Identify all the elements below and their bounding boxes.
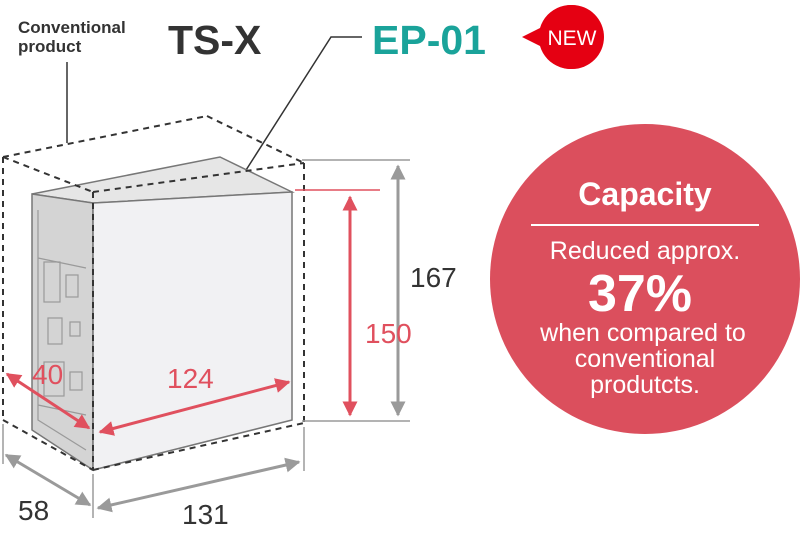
capacity-percent: 37%	[588, 265, 692, 323]
dimension-depth-40	[5, 372, 91, 430]
dimension-width-124-label: 124	[167, 363, 214, 394]
dimension-height-150	[295, 189, 380, 417]
conventional-caption-line2: product	[18, 37, 82, 56]
dimension-height-167	[302, 159, 410, 422]
dimension-depth-40-label: 40	[32, 359, 63, 390]
ep01-front-face	[92, 191, 293, 471]
dimension-height-167-label: 167	[410, 262, 457, 293]
conventional-model-label: TS-X	[168, 17, 261, 63]
dimension-depth-58	[2, 424, 92, 507]
dimension-height-150-label: 150	[365, 318, 412, 349]
dimension-width-124	[98, 378, 291, 436]
capacity-callout: Capacity Reduced approx. 37% when compar…	[490, 124, 800, 434]
ep01-box	[31, 156, 295, 472]
new-badge-label: NEW	[548, 27, 597, 50]
conventional-caption-line1: Conventional	[18, 18, 126, 37]
dimension-width-131	[92, 427, 305, 518]
dimension-width-131-label: 131	[182, 499, 229, 530]
new-leader-line	[231, 36, 362, 193]
new-model-label: EP-01	[372, 17, 486, 63]
capacity-line4: produtcts.	[590, 371, 700, 399]
capacity-line2: when compared to	[539, 319, 746, 347]
conventional-outline-back	[2, 115, 305, 164]
capacity-line1: Reduced approx.	[550, 237, 740, 265]
new-badge: NEW	[522, 4, 604, 70]
capacity-title: Capacity	[578, 176, 712, 212]
capacity-callout-circle	[490, 124, 800, 434]
capacity-line3: conventional	[575, 345, 715, 373]
dimension-depth-58-label: 58	[18, 495, 49, 526]
